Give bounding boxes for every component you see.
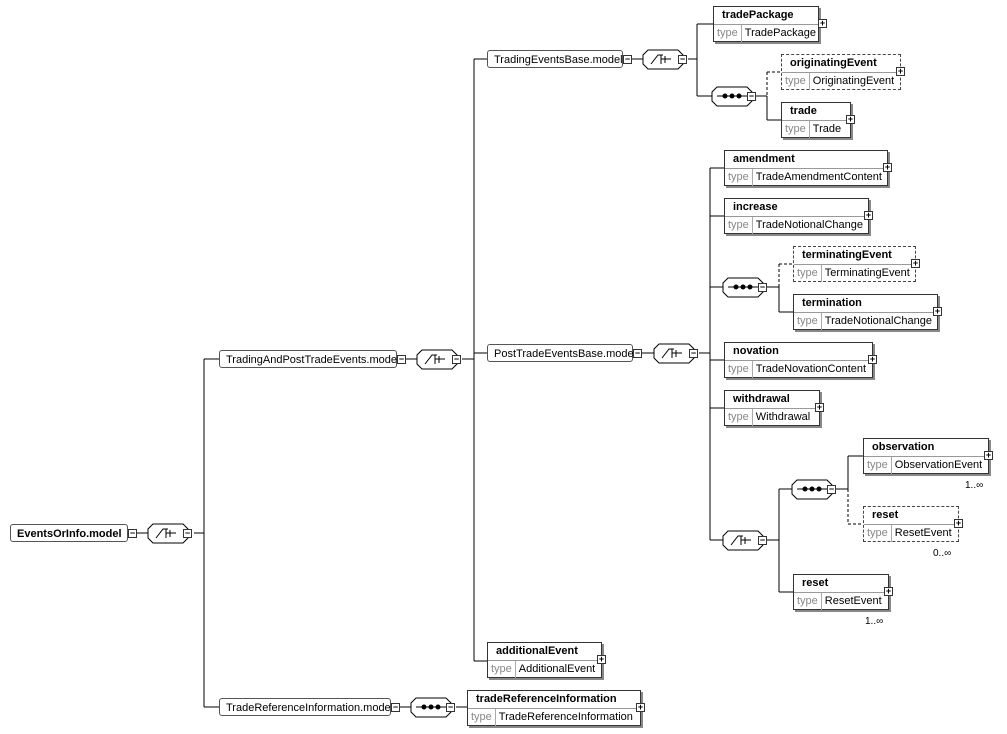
expand-icon[interactable]: + xyxy=(846,114,855,124)
collapse-icon[interactable]: − xyxy=(452,354,461,364)
occurrence-label: 0..∞ xyxy=(933,548,952,559)
type-value: TradeNotionalChange xyxy=(755,219,864,231)
expand-icon[interactable]: + xyxy=(815,402,824,412)
type-value: Withdrawal xyxy=(755,411,811,423)
expand-icon[interactable]: + xyxy=(933,306,942,316)
type-value: TradeNovationContent xyxy=(755,363,867,375)
type-value: TradeAmendmentContent xyxy=(755,171,882,183)
type-label: type xyxy=(725,217,753,234)
type-label: type xyxy=(488,661,516,678)
collapse-icon[interactable]: − xyxy=(391,702,400,712)
type-label: type xyxy=(794,265,822,282)
collapse-icon[interactable]: − xyxy=(446,702,455,712)
type-label: type xyxy=(468,709,496,726)
expand-icon[interactable]: + xyxy=(818,18,827,28)
element-name: reset xyxy=(802,577,829,589)
expand-icon[interactable]: + xyxy=(954,518,963,528)
type-label: type xyxy=(794,593,822,610)
element-name: additionalEvent xyxy=(496,645,578,657)
element-name: increase xyxy=(733,201,778,213)
type-label: type xyxy=(782,121,810,138)
element-name: observation xyxy=(872,441,935,453)
expand-icon[interactable]: + xyxy=(896,66,905,76)
type-value: Trade xyxy=(812,123,842,135)
element-name: trade xyxy=(790,105,817,117)
type-value: TradeReferenceInformation xyxy=(498,711,633,723)
collapse-icon[interactable]: − xyxy=(128,528,137,538)
type-value: ResetEvent xyxy=(894,527,952,539)
element-name: reset xyxy=(872,509,899,521)
type-label: type xyxy=(794,313,822,330)
element-name: termination xyxy=(802,297,862,309)
element-name: tradePackage xyxy=(722,9,794,21)
type-value: AdditionalEvent xyxy=(518,663,596,675)
expand-icon[interactable]: + xyxy=(883,162,892,172)
element-name: originatingEvent xyxy=(790,57,877,69)
expand-icon[interactable]: + xyxy=(868,354,877,364)
type-value: TradeNotionalChange xyxy=(824,315,933,327)
occurrence-label: 1..∞ xyxy=(865,616,884,627)
collapse-icon[interactable]: − xyxy=(397,354,406,364)
type-label: type xyxy=(714,25,742,42)
type-label: type xyxy=(864,525,892,542)
type-value: TerminatingEvent xyxy=(824,267,910,279)
type-label: type xyxy=(725,409,753,426)
collapse-icon[interactable]: − xyxy=(747,91,756,101)
collapse-icon[interactable]: − xyxy=(689,348,698,358)
collapse-icon[interactable]: − xyxy=(758,282,767,292)
group-trading-and-post-trade-events-model[interactable]: TradingAndPostTradeEvents.model xyxy=(219,350,399,368)
group-trade-reference-information-model[interactable]: TradeReferenceInformation.model xyxy=(219,698,393,716)
expand-icon[interactable]: + xyxy=(911,258,920,268)
occurrence-label: 1..∞ xyxy=(965,480,984,491)
expand-icon[interactable]: + xyxy=(636,702,645,712)
expand-icon[interactable]: + xyxy=(864,210,873,220)
group-events-or-info-model[interactable]: EventsOrInfo.model xyxy=(10,524,128,542)
expand-icon[interactable]: + xyxy=(597,654,606,664)
type-label: type xyxy=(725,169,753,186)
type-label: type xyxy=(782,73,810,90)
type-value: ResetEvent xyxy=(824,595,882,607)
collapse-icon[interactable]: − xyxy=(633,348,642,358)
element-name: novation xyxy=(733,345,779,357)
collapse-icon[interactable]: − xyxy=(827,484,836,494)
element-name: tradeReferenceInformation xyxy=(476,693,617,705)
element-name: terminatingEvent xyxy=(802,249,892,261)
type-value: OriginatingEvent xyxy=(812,75,895,87)
expand-icon[interactable]: + xyxy=(984,450,993,460)
expand-icon[interactable]: + xyxy=(884,586,893,596)
group-post-trade-events-base-model[interactable]: PostTradeEventsBase.model xyxy=(487,344,636,362)
collapse-icon[interactable]: − xyxy=(678,54,687,64)
collapse-icon[interactable]: − xyxy=(623,54,632,64)
type-value: TradePackage xyxy=(744,27,816,39)
type-label: type xyxy=(864,457,892,474)
type-label: type xyxy=(725,361,753,378)
element-name: withdrawal xyxy=(733,393,790,405)
collapse-icon[interactable]: − xyxy=(758,535,767,545)
collapse-icon[interactable]: − xyxy=(183,528,192,538)
type-value: ObservationEvent xyxy=(894,459,983,471)
group-trading-events-base-model[interactable]: TradingEventsBase.model xyxy=(487,50,623,68)
element-name: amendment xyxy=(733,153,795,165)
